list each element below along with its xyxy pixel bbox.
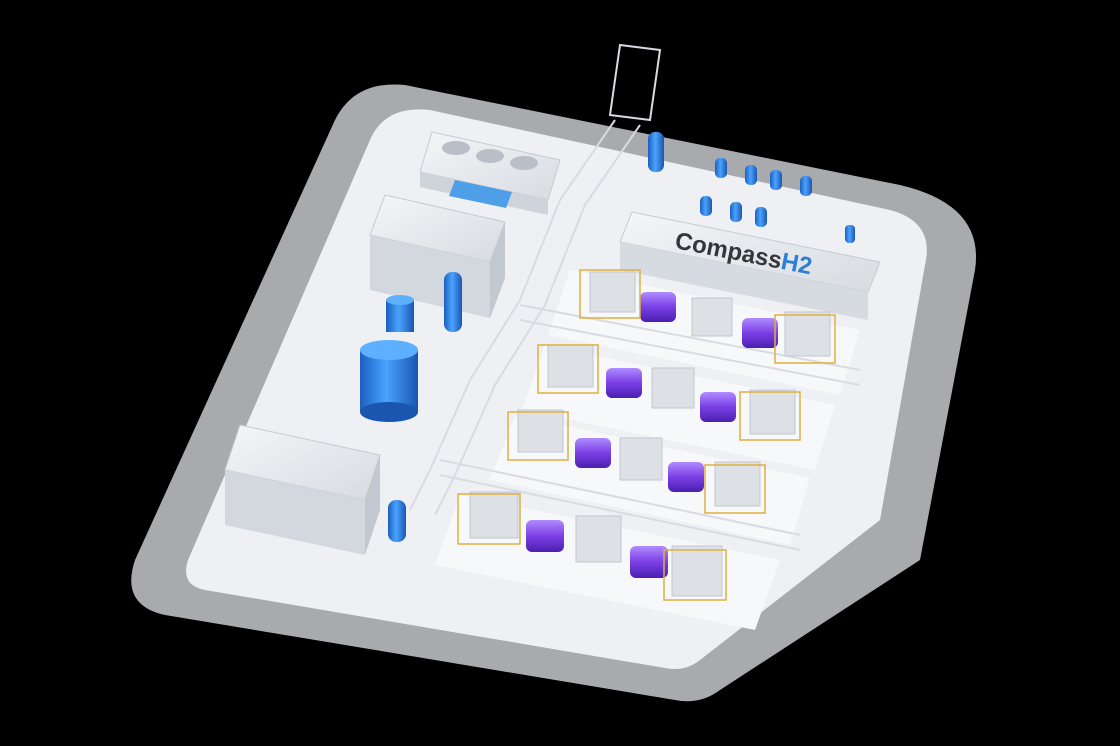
- pipe-rack: [409, 43, 861, 551]
- tank-cluster: [700, 158, 855, 243]
- tall-tank: [444, 272, 462, 332]
- electrolyzer-row-2: [547, 344, 796, 435]
- electrolyzer-row-4: [469, 491, 723, 597]
- storage-tanks: [360, 132, 855, 542]
- building-lower: [224, 424, 381, 555]
- electrolyzer-row-1: [589, 271, 831, 357]
- tank-top: [648, 132, 664, 172]
- cooling-unit: [419, 131, 561, 215]
- mid-tank: [386, 300, 414, 332]
- brand-sign-accent: H2: [779, 248, 814, 280]
- electrolyzer-row-3: [517, 409, 761, 507]
- small-tank-lower: [388, 500, 406, 542]
- compass-hall: [619, 211, 881, 320]
- electrolyzer-rows: [457, 269, 836, 601]
- large-tank: [360, 350, 418, 412]
